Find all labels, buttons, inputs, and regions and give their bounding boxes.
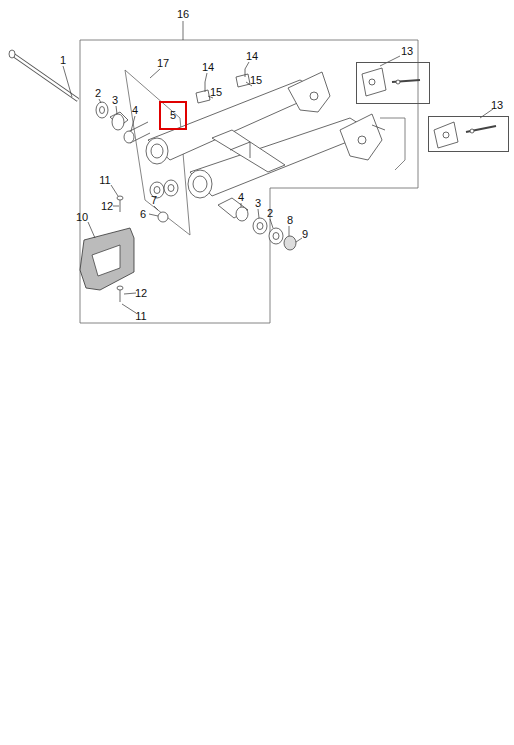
callout-number: 4 [132,105,138,116]
callout-number: 9 [302,229,308,240]
callout-number: 6 [140,209,146,220]
callout-number: 11 [99,175,110,186]
callout-number: 14 [246,51,258,62]
callout-number: 16 [177,9,189,20]
callout-number: 15 [210,87,222,98]
callout-number: 11 [135,311,146,322]
callout-number: 13 [401,46,413,57]
kit-box: 13 [428,116,509,152]
callout-number: 8 [287,215,293,226]
callout-number: 7 [151,195,157,206]
callout-number: 15 [250,75,262,86]
kit-box: 13 [356,62,430,104]
highlight-box: 5 [159,101,187,130]
callout-number: 13 [491,100,503,111]
callout-number: 5 [170,110,176,121]
callout-number: 10 [76,212,88,223]
callout-number: 4 [238,192,244,203]
callout-number: 2 [95,88,101,99]
callout-number: 12 [135,288,147,299]
callout-number: 17 [157,58,169,69]
callout-number: 1 [60,55,66,66]
callout-number: 3 [255,198,261,209]
callout-number: 3 [112,95,118,106]
callout-number: 12 [101,201,113,212]
callout-number: 2 [267,208,273,219]
callout-number: 14 [202,62,214,73]
